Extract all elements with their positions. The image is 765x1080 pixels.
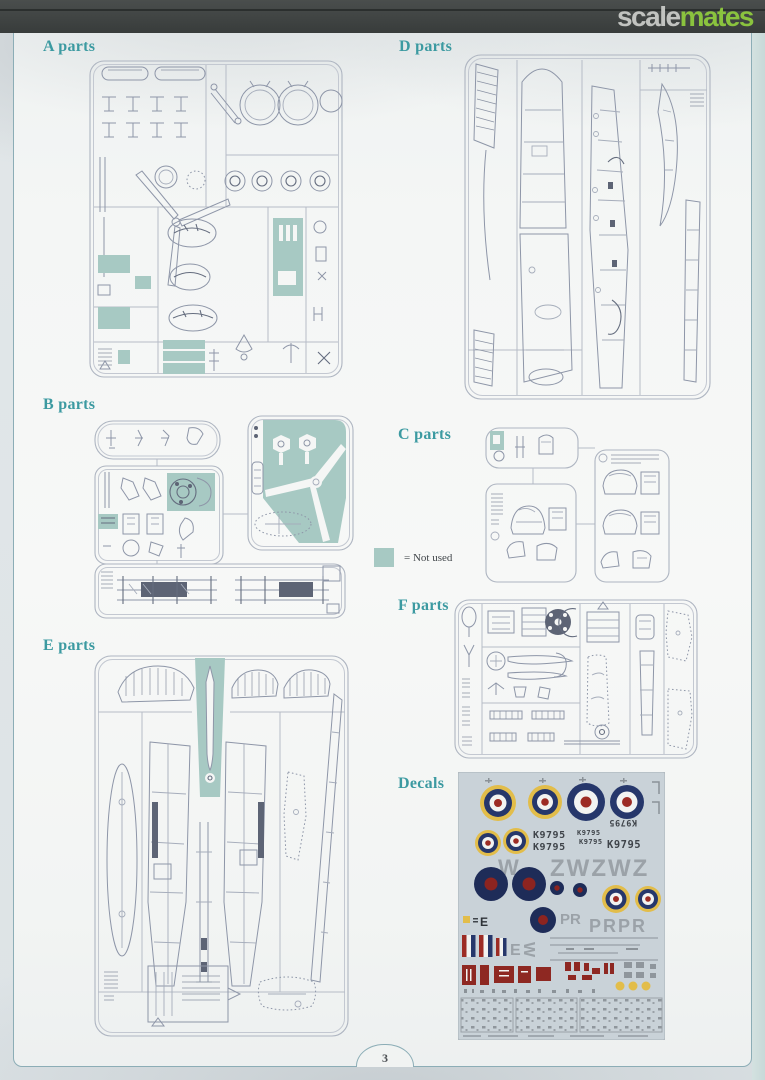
decal-serial: K9795	[579, 838, 603, 846]
sprue-d-diagram	[464, 54, 711, 400]
section-label-f-parts: F parts	[398, 597, 449, 614]
sprue-f-diagram	[454, 599, 698, 759]
not-used-swatch	[374, 548, 394, 567]
decal-serial: K9795	[607, 839, 641, 851]
sprue-a-diagram	[89, 60, 343, 378]
section-label-decals: Decals	[398, 775, 445, 792]
decal-letter-w-gray: W	[520, 942, 537, 958]
roundel-type-b-small	[573, 883, 587, 897]
sprue-c-diagram	[485, 427, 670, 583]
section-label-c-parts: C parts	[398, 426, 452, 443]
sprue-e-diagram	[94, 655, 349, 1037]
roundel-type-a1	[480, 785, 516, 821]
decal-codes-pr-large: PRPR	[589, 916, 647, 936]
decal-serial: K9795	[577, 829, 601, 837]
roundel-type-a1-small	[475, 830, 501, 856]
scan-edge-strip	[751, 33, 765, 1080]
decal-serial: K9795	[533, 842, 566, 853]
decal-fin-flash	[462, 935, 476, 957]
decal-sheet: K9795 K9795 K9795 K9795 K9795 K9795 W ZW…	[458, 772, 665, 1040]
roundel-type-b-mid	[530, 907, 556, 933]
roundel-type-b	[512, 867, 546, 901]
decal-yellow-dots	[615, 981, 651, 991]
decal-letter-e-black: E	[480, 915, 488, 929]
roundel-type-a	[567, 783, 605, 821]
roundel-type-b	[474, 867, 508, 901]
roundel-type-a1-small	[602, 885, 630, 913]
decal-serial: K9795	[533, 830, 566, 841]
section-label-e-parts: E parts	[43, 637, 96, 654]
roundel-type-b-small	[550, 881, 564, 895]
logo-text-mates: mates	[679, 1, 755, 32]
decal-stencil-box	[515, 997, 578, 1033]
decal-codes-zwzwz: ZWZWZ	[550, 855, 649, 882]
decal-letter-e-gray: E	[510, 942, 521, 959]
page-number: 3	[382, 1051, 388, 1065]
not-used-label: = Not used	[404, 552, 453, 564]
section-label-a-parts: A parts	[43, 38, 96, 55]
roundel-type-a1	[528, 785, 562, 819]
decal-codes-pr-small: PR	[560, 911, 581, 928]
decal-fin-flash	[479, 935, 493, 957]
roundel-type-a1-small	[635, 886, 661, 912]
scalemates-logo[interactable]: scalemates	[616, 1, 755, 32]
decal-stencil-box	[460, 997, 514, 1033]
roundel-type-a1-small	[503, 828, 529, 854]
roundel-type-a	[610, 785, 644, 819]
section-label-d-parts: D parts	[399, 38, 453, 55]
header-divider	[0, 9, 765, 11]
decal-serial-inverted: K9795	[609, 817, 637, 827]
decal-stencil-box	[579, 997, 663, 1033]
logo-text-scale: scale	[616, 1, 681, 32]
sprue-b-diagram	[94, 415, 354, 619]
scalemates-header-bar: scalemates	[0, 0, 765, 33]
section-label-b-parts: B parts	[43, 396, 96, 413]
decal-yellow-square	[463, 916, 470, 923]
decal-fin-flash-small	[496, 938, 507, 956]
